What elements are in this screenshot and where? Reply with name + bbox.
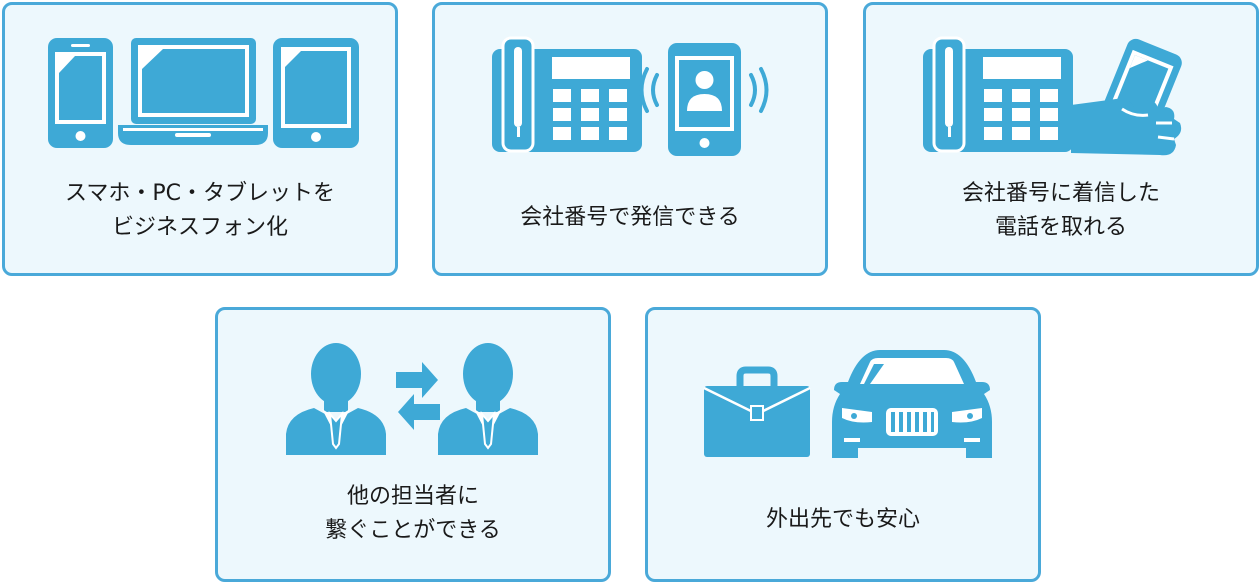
remote-icon-group [703,350,992,458]
tablet-icon [273,38,359,148]
feature-card-transfer: 他の担当者に 繋ぐことができる [215,307,611,582]
person-icon [286,343,386,455]
laptop-icon [118,38,268,145]
feature-card-outbound-call: 会社番号で発信できる [432,2,828,276]
feature-card-remote: 外出先でも安心 [645,307,1041,582]
devices-icon-group [48,38,359,148]
briefcase-icon [703,366,811,457]
feature-label: 会社番号で発信できる [520,205,740,230]
car-icon [832,350,992,458]
person-icon [438,343,538,455]
desk-phone-icon [923,36,1073,153]
transfer-arrows-icon [396,362,440,430]
feature-card-incoming-call: 会社番号に着信した 電話を取れる [863,2,1259,276]
feature-label: 外出先でも安心 [765,507,920,532]
smartphone-icon [48,38,113,148]
feature-label: 会社番号に着信した 電話を取れる [961,181,1160,240]
outbound-icon-group [492,36,769,156]
feature-label: 他の担当者に 繋ぐことができる [325,484,501,543]
hand-holding-smartphone-icon [1071,38,1182,156]
calling-smartphone-icon [639,43,769,156]
feature-card-devices: スマホ・PC・タブレットを ビジネスフォン化 [2,2,398,276]
feature-label: スマホ・PC・タブレットを ビジネスフォン化 [65,181,335,240]
desk-phone-icon [492,36,642,153]
incoming-icon-group [923,36,1182,156]
transfer-icon-group [286,343,538,455]
